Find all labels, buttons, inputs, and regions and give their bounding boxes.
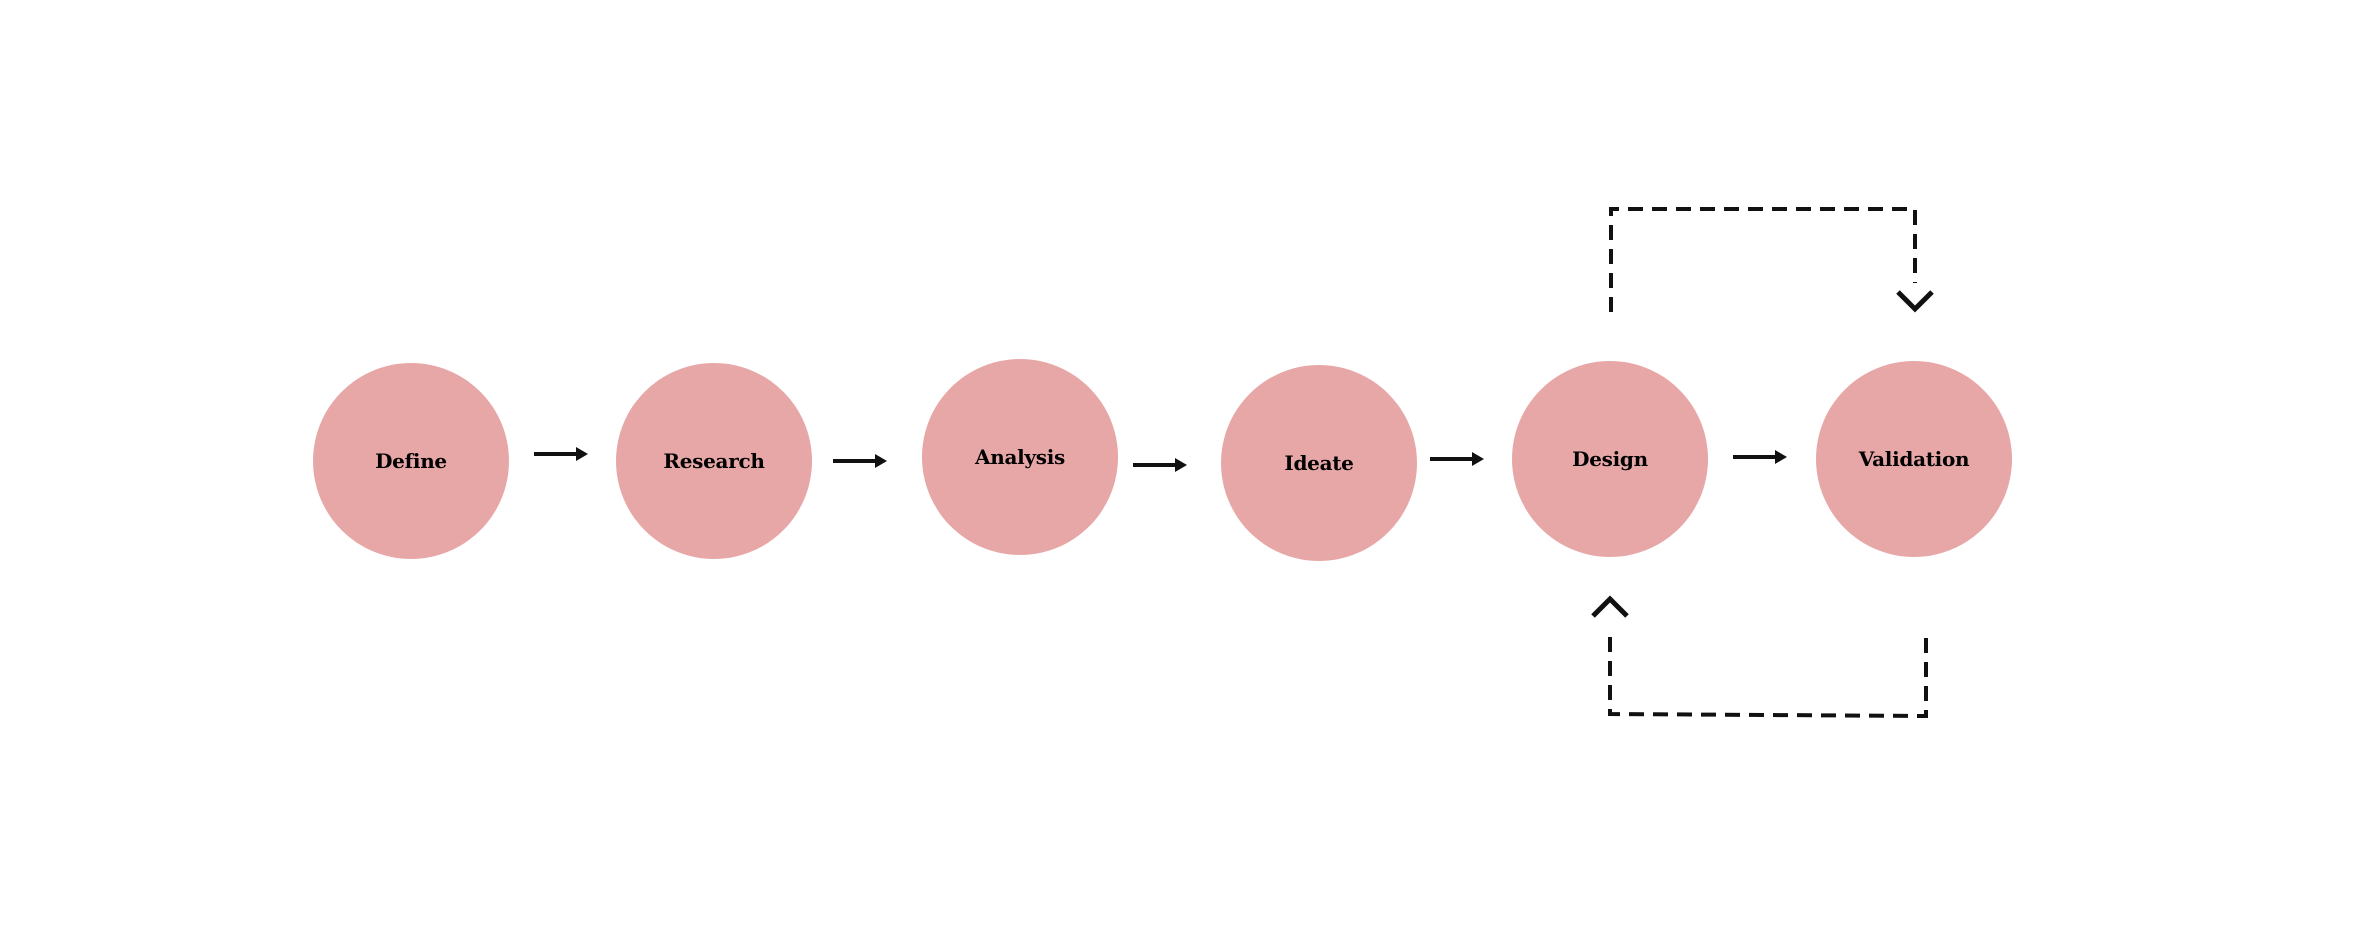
node-analysis: Analysis [922, 359, 1118, 555]
node-label-analysis: Analysis [975, 445, 1065, 469]
node-ideate: Ideate [1221, 365, 1417, 561]
arrow-define-research [534, 447, 588, 461]
node-validation: Validation [1816, 361, 2012, 557]
dashed-loop-design-to-validation [1609, 207, 1934, 313]
node-design: Design [1512, 361, 1708, 557]
arrow-ideate-design [1430, 452, 1484, 466]
arrow-research-analysis [833, 454, 887, 468]
dashed-loop-validation-to-design [1591, 595, 1928, 719]
node-label-ideate: Ideate [1284, 451, 1354, 475]
arrow-analysis-ideate [1133, 458, 1187, 472]
node-label-research: Research [663, 449, 765, 473]
node-label-define: Define [375, 449, 447, 473]
arrow-design-validation [1733, 450, 1787, 464]
node-research: Research [616, 363, 812, 559]
node-label-design: Design [1572, 447, 1648, 471]
node-label-validation: Validation [1858, 447, 1970, 471]
node-define: Define [313, 363, 509, 559]
